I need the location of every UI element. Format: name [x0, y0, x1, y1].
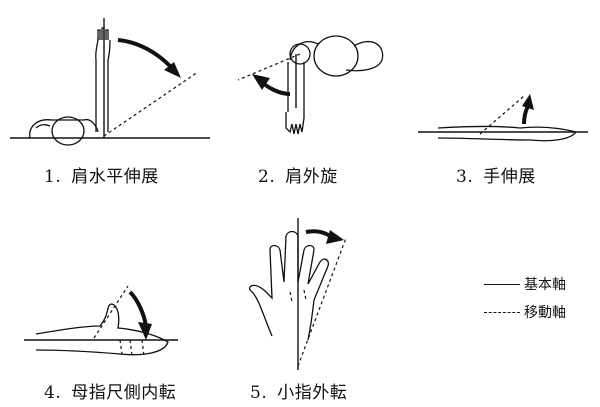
figure-1-arrow — [117, 38, 172, 68]
figure-3-arrowhead — [522, 94, 534, 110]
figure-5-finger-guides — [289, 289, 307, 303]
figure-3-label: 手伸展 — [483, 167, 536, 187]
figure-4-number: 4. — [44, 383, 62, 403]
figure-4-arrow — [128, 290, 148, 327]
figure-1-ear — [35, 124, 51, 129]
figure-3-arrow — [522, 105, 530, 125]
figure-3-illustration — [418, 94, 588, 142]
figure-2-shoulder-joint — [289, 43, 311, 65]
figure-1-label: 肩水平伸展 — [71, 167, 159, 187]
figure-4-caption: 4. 母指尺側内転 — [44, 378, 176, 403]
figure-2-arrow — [260, 80, 291, 96]
figure-1-arm-right — [107, 39, 111, 132]
figure-5-number: 5. — [250, 383, 268, 403]
figure-1-head — [51, 116, 85, 146]
figure-2-caption: 2. 肩外旋 — [258, 162, 338, 187]
legend-base-axis: 基本軸 — [484, 274, 566, 294]
figure-3-caption: 3. 手伸展 — [456, 162, 536, 187]
figure-1-arm-left — [95, 38, 99, 132]
figure-5-label: 小指外転 — [277, 383, 348, 403]
figure-4-illustration — [24, 285, 178, 357]
figure-3-forearm-hand — [437, 125, 578, 142]
figure-3-moving-axis — [479, 95, 525, 135]
figure-4-hand — [35, 303, 169, 356]
figure-5-illustration — [248, 218, 347, 370]
figure-2-illustration — [237, 35, 384, 135]
figure-5-arrow — [305, 229, 332, 238]
figure-1-caption: 1. 肩水平伸展 — [44, 162, 159, 187]
figure-4-moving-axis — [93, 285, 129, 339]
figure-2-moving-axis — [237, 53, 301, 81]
figure-4-arrowhead — [138, 322, 152, 340]
figure-5-caption: 5. 小指外転 — [250, 378, 347, 403]
legend-dotted-line — [484, 311, 520, 313]
figure-2-label: 肩外旋 — [285, 167, 338, 187]
figure-2-hand — [285, 112, 305, 135]
figure-1-shoulder-outline — [29, 118, 99, 139]
figure-5-moving-axis — [297, 237, 347, 367]
legend-base-axis-label: 基本軸 — [524, 277, 566, 293]
figure-2-arrowhead — [252, 74, 270, 90]
figure-1-moving-axis — [103, 71, 199, 137]
figure-1-illustration — [10, 18, 210, 146]
figure-4-finger-guides — [119, 339, 145, 357]
legend-moving-axis: 移動軸 — [484, 302, 566, 322]
figure-2-head — [313, 35, 359, 77]
figure-1-fingers — [97, 27, 109, 40]
figure-5-arrowhead — [326, 230, 344, 244]
figure-1-arrowhead — [164, 62, 181, 78]
figure-2-forearm — [287, 62, 305, 112]
figure-3-number: 3. — [456, 167, 474, 187]
legend-moving-axis-label: 移動軸 — [524, 305, 566, 321]
figure-5-hand — [248, 230, 330, 341]
figure-1-number: 1. — [44, 167, 62, 187]
figure-2-number: 2. — [258, 167, 276, 187]
legend-solid-line — [484, 283, 520, 285]
figure-4-label: 母指尺側内転 — [71, 383, 177, 403]
